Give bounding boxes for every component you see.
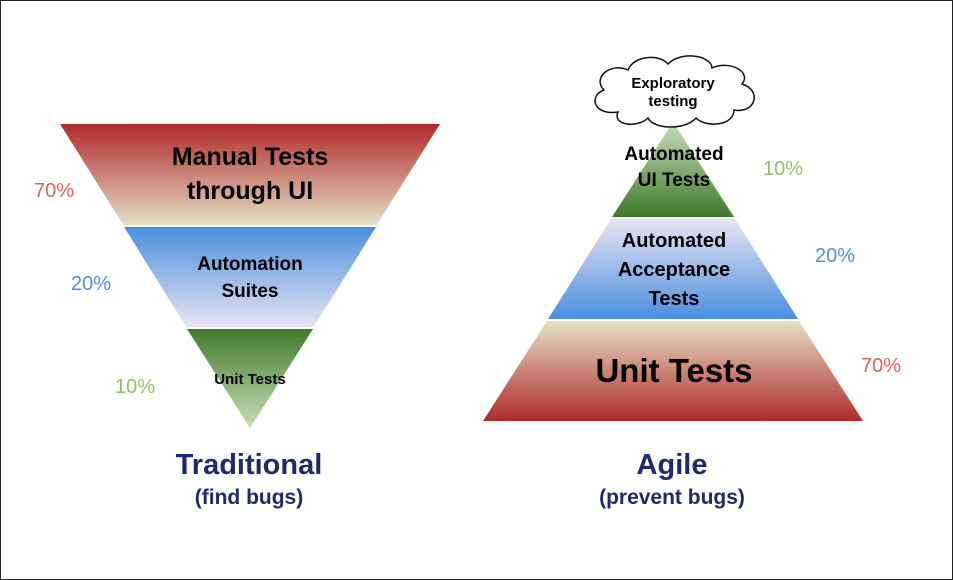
traditional-automation-percent: 20% bbox=[71, 273, 111, 295]
cloud-label-line1: Exploratory bbox=[631, 75, 715, 92]
traditional-automation-layer bbox=[124, 227, 376, 328]
agile-ui-layer bbox=[612, 122, 734, 217]
agile-acceptance-label-line1: Automated bbox=[622, 230, 726, 252]
agile-pyramid: Exploratory testing Automated UI Tests A… bbox=[483, 55, 901, 509]
agile-acceptance-percent: 20% bbox=[815, 245, 855, 267]
agile-title: Agile bbox=[637, 449, 708, 481]
traditional-unit-percent: 10% bbox=[115, 376, 155, 398]
traditional-pyramid: Manual Tests through UI Automation Suite… bbox=[34, 124, 440, 509]
agile-ui-percent: 10% bbox=[763, 158, 803, 180]
traditional-unit-label: Unit Tests bbox=[214, 371, 285, 388]
exploratory-cloud-icon bbox=[594, 55, 755, 128]
agile-ui-label-line1: Automated bbox=[624, 144, 723, 165]
agile-acceptance-label-line3: Tests bbox=[649, 288, 700, 310]
agile-ui-label-line2: UI Tests bbox=[638, 170, 711, 191]
traditional-automation-label-line1: Automation bbox=[197, 254, 303, 275]
cloud-label-line2: testing bbox=[648, 93, 697, 110]
agile-acceptance-label-line2: Acceptance bbox=[618, 259, 730, 281]
traditional-manual-percent: 70% bbox=[34, 180, 74, 202]
agile-subtitle: (prevent bugs) bbox=[599, 486, 745, 509]
agile-unit-percent: 70% bbox=[861, 355, 901, 377]
agile-unit-label: Unit Tests bbox=[595, 352, 752, 389]
traditional-unit-layer bbox=[187, 329, 313, 428]
traditional-manual-layer bbox=[60, 124, 440, 226]
traditional-manual-label-line1: Manual Tests bbox=[172, 143, 329, 171]
traditional-automation-label-line2: Suites bbox=[221, 281, 278, 302]
traditional-subtitle: (find bugs) bbox=[195, 486, 303, 509]
agile-acceptance-layer bbox=[548, 219, 798, 319]
traditional-manual-label-line2: through UI bbox=[187, 177, 313, 205]
agile-unit-layer bbox=[483, 321, 863, 421]
traditional-title: Traditional bbox=[176, 449, 323, 481]
